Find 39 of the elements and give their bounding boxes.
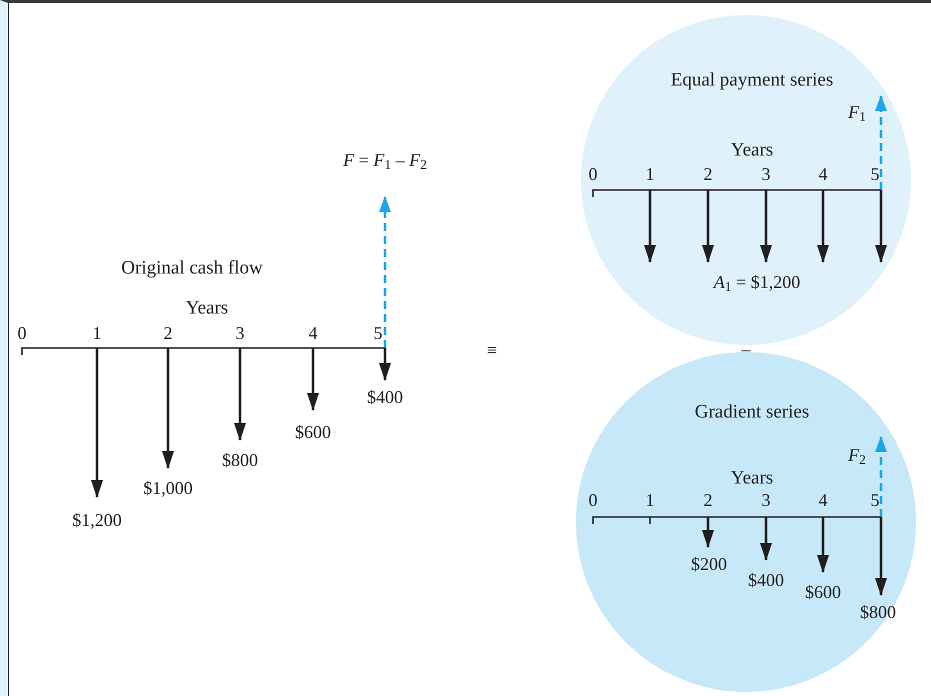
amount-label: $800 xyxy=(222,451,258,469)
tick-number: 2 xyxy=(704,491,712,509)
minus-sign: – xyxy=(742,340,750,358)
amount-label: $1,000 xyxy=(143,479,193,497)
series-heading: Gradient series xyxy=(694,402,810,422)
tick-number: 5 xyxy=(374,324,382,342)
tick-number: 1 xyxy=(92,324,102,342)
amount-label: $200 xyxy=(691,555,727,573)
equivalence-sign: ≡ xyxy=(486,341,498,359)
tick-number: 3 xyxy=(762,165,770,183)
amount-label: $400 xyxy=(367,388,403,406)
tick-number: 1 xyxy=(646,491,654,509)
tick-number: 1 xyxy=(646,165,654,183)
tick-number: 3 xyxy=(762,491,770,509)
series-heading: Equal payment series xyxy=(670,70,834,90)
tick-number: 0 xyxy=(588,165,598,183)
diagram-heading: Original cash flow xyxy=(121,258,263,278)
tick-number: 2 xyxy=(704,165,712,183)
amount-label: $600 xyxy=(295,423,331,441)
formula-label: F$_{1}$ xyxy=(848,103,866,121)
tick-number: 4 xyxy=(818,491,828,509)
axis-label: Years xyxy=(186,298,228,318)
tick-number: 5 xyxy=(870,491,880,509)
amount-label: $1,200 xyxy=(72,511,122,529)
tick-number: 0 xyxy=(588,491,598,509)
tick-number: 0 xyxy=(18,324,26,342)
tick-number: 3 xyxy=(236,324,244,342)
tick-number: 4 xyxy=(308,324,318,342)
formula-label: F = F$_{1}$ – F$_{2}$ xyxy=(343,151,427,169)
axis-label: Years xyxy=(730,140,774,160)
amount-label: $400 xyxy=(748,571,784,589)
amount-label: $600 xyxy=(805,583,841,601)
tick-number: 5 xyxy=(870,165,880,183)
tick-number: 4 xyxy=(818,165,828,183)
tick-number: 2 xyxy=(164,324,172,342)
axis-label: Years xyxy=(730,468,774,488)
formula-label: F$_{2}$ xyxy=(848,446,866,464)
amount-label: A$_{1}$ = $1,200 xyxy=(714,273,800,291)
amount-label: $800 xyxy=(860,603,896,621)
